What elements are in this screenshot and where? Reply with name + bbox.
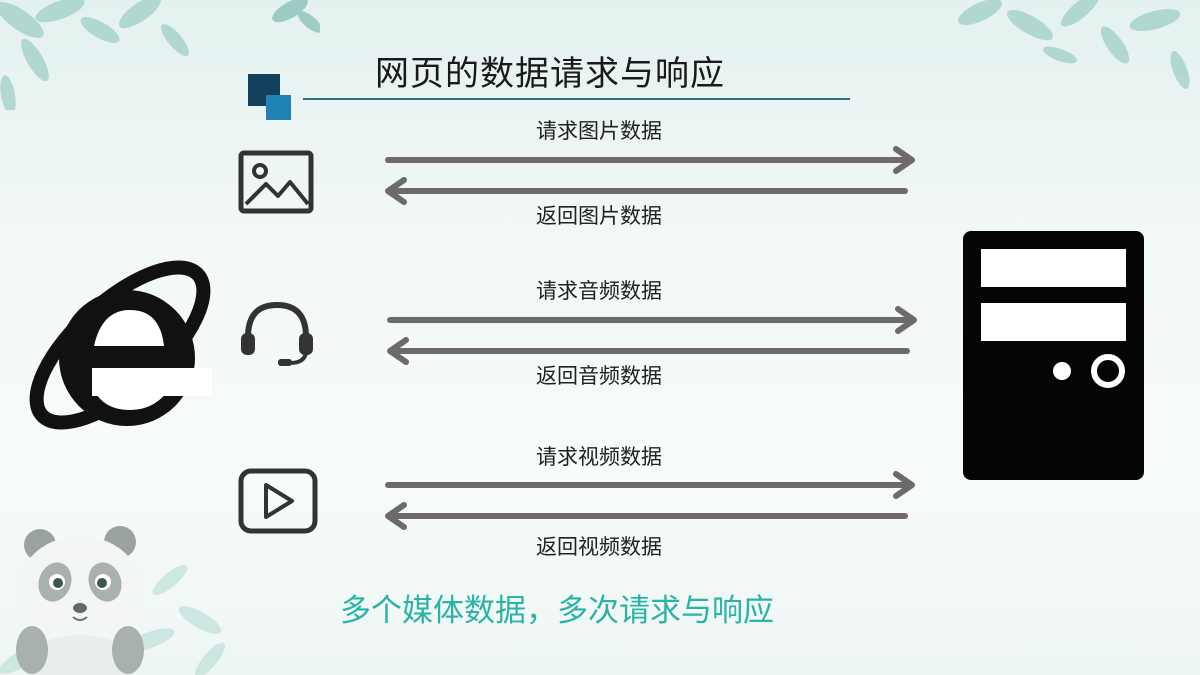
response-image-label: 返回图片数据: [536, 204, 662, 228]
response-video-label: 返回视频数据: [536, 535, 662, 559]
arrow-request-video: [385, 471, 915, 499]
leaf-decoration-top-right: [957, 0, 1190, 89]
video-play-icon: [238, 468, 318, 534]
request-image-label: 请求图片数据: [536, 119, 662, 143]
response-audio-label: 返回音频数据: [536, 364, 662, 388]
request-audio-label: 请求音频数据: [536, 279, 662, 303]
slide-title: 网页的数据请求与响应: [375, 54, 725, 94]
title-mark-square-light: [266, 95, 291, 120]
request-arrows-svg: [385, 146, 917, 530]
arrow-response-image: [385, 177, 908, 205]
server-tower-icon: [963, 231, 1144, 480]
summary-text: 多个媒体数据，多次请求与响应: [340, 593, 774, 629]
headset-icon: [241, 301, 313, 366]
arrow-request-audio: [387, 306, 917, 334]
image-icon: [238, 150, 314, 214]
panda-decoration: [0, 526, 226, 675]
title-underline: [303, 98, 850, 100]
arrow-response-audio: [387, 337, 910, 365]
request-video-label: 请求视频数据: [536, 445, 662, 469]
arrow-response-video: [385, 502, 908, 530]
arrow-request-image: [385, 146, 915, 174]
internet-explorer-icon: [29, 260, 212, 430]
